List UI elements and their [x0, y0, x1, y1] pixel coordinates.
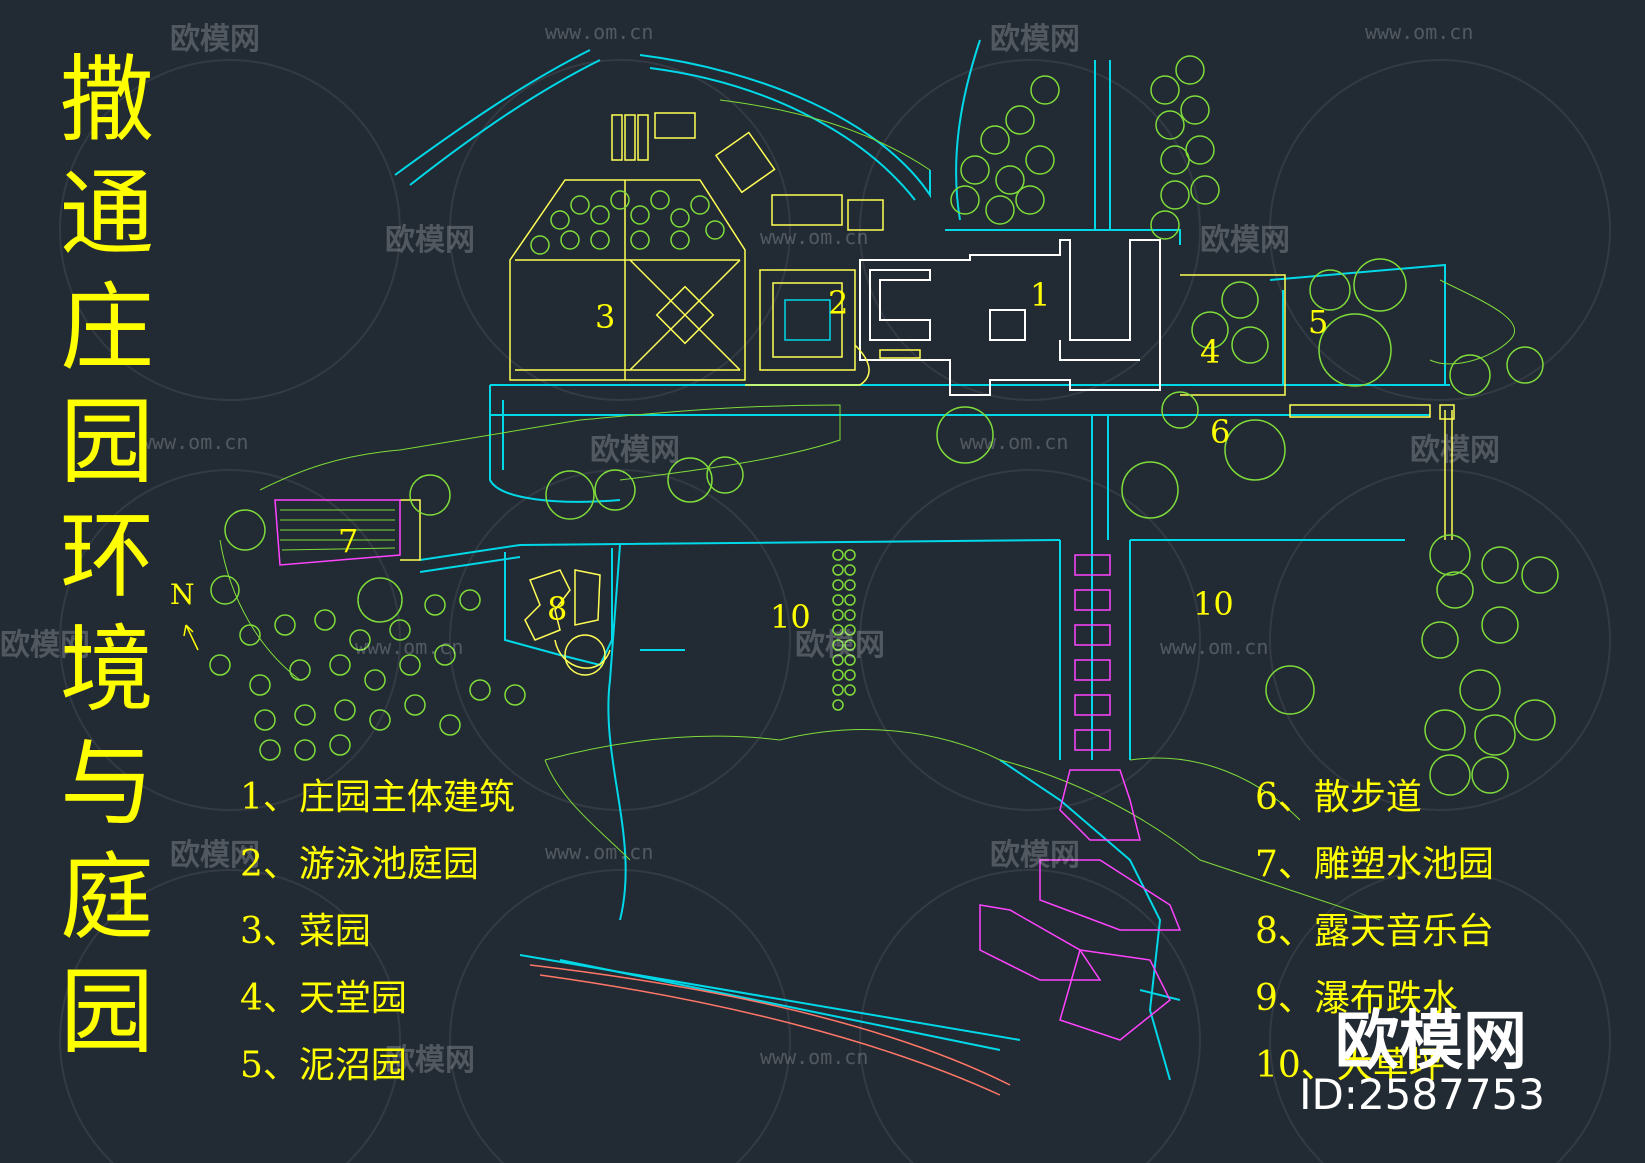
title-char: 庭: [59, 844, 154, 953]
legend-item: 7、雕塑水池园: [1255, 844, 1494, 885]
watermark: 欧模网: [170, 22, 260, 57]
watermark: 欧模网: [385, 1043, 475, 1078]
watermark-url: www.om.cn: [760, 225, 869, 249]
watermark-url: www.om.cn: [545, 20, 654, 44]
zone-label-3: 3: [595, 298, 616, 336]
watermark: 欧模网: [1200, 223, 1290, 258]
legend-item: 1、庄园主体建筑: [240, 777, 515, 818]
image-id: ID:2587753: [1299, 1070, 1545, 1119]
water-features: [274, 499, 1182, 1041]
north-label: N: [170, 578, 195, 611]
legend-item: 3、菜园: [240, 911, 371, 952]
watermark: 欧模网: [990, 22, 1080, 57]
zone-label-8: 8: [547, 590, 568, 628]
stream-edges: [529, 964, 1011, 1096]
watermark-url: www.om.cn: [355, 635, 464, 659]
zone-label-5: 5: [1308, 303, 1329, 341]
page-title: 撒 通 庄 园 环 境 与 庭 园: [52, 44, 162, 1070]
title-char: 环: [59, 502, 154, 611]
zone-label-7: 7: [338, 522, 359, 560]
walkways: [394, 39, 1450, 1081]
watermark: 欧模网: [590, 433, 680, 468]
garden-structures: [400, 112, 1455, 561]
legend-item: 10、大草坪: [1255, 1045, 1445, 1086]
watermark-url: www.om.cn: [1160, 635, 1269, 659]
legend-item: 2、游泳池庭园: [240, 844, 479, 885]
zone-label-4: 4: [1200, 333, 1221, 371]
amphitheater: [524, 569, 611, 676]
legend-left: 1、庄园主体建筑 2、游泳池庭园 3、菜园 4、天堂园 5、泥沼园: [240, 778, 515, 1113]
trees: [209, 55, 1559, 796]
legend-right: 6、散步道 7、雕塑水池园 8、露天音乐台 9、瀑布跌水 10、大草坪: [1255, 778, 1494, 1113]
watermark: 欧模网: [385, 223, 475, 258]
watermark-url: www.om.cn: [545, 840, 654, 864]
watermark: 欧模网: [795, 628, 885, 663]
legend-item: 5、泥沼园: [240, 1045, 407, 1086]
title-char: 通: [59, 160, 154, 269]
title-char: 境: [59, 616, 154, 725]
zone-label-6: 6: [1210, 413, 1231, 451]
watermark: 欧模网: [0, 628, 90, 663]
watermark: 欧模网: [170, 838, 260, 873]
brand-logo: 欧模网: [1335, 1005, 1527, 1079]
zone-label-2: 2: [828, 284, 849, 322]
north-arrow: [183, 624, 199, 651]
watermark-url: www.om.cn: [1365, 20, 1474, 44]
zone-label-10: 10: [770, 598, 811, 636]
watermark-url: www.om.cn: [760, 1045, 869, 1069]
watermark-circles: [59, 59, 1611, 1163]
zone-label-10: 10: [1193, 585, 1234, 623]
zone-label-1: 1: [1030, 276, 1051, 314]
title-char: 与: [59, 730, 154, 839]
legend-item: 4、天堂园: [240, 978, 407, 1019]
title-char: 园: [59, 388, 154, 497]
title-char: 庄: [59, 274, 154, 383]
legend-item: 6、散步道: [1255, 777, 1422, 818]
title-char: 园: [59, 958, 154, 1067]
watermark-url: www.om.cn: [140, 430, 249, 454]
legend-item: 8、露天音乐台: [1255, 911, 1494, 952]
legend-item: 9、瀑布跌水: [1255, 978, 1458, 1019]
title-char: 撒: [59, 46, 154, 155]
watermark: 欧模网: [1410, 433, 1500, 468]
main-building: [859, 239, 1161, 396]
watermark: 欧模网: [990, 838, 1080, 873]
watermark-url: www.om.cn: [960, 430, 1069, 454]
